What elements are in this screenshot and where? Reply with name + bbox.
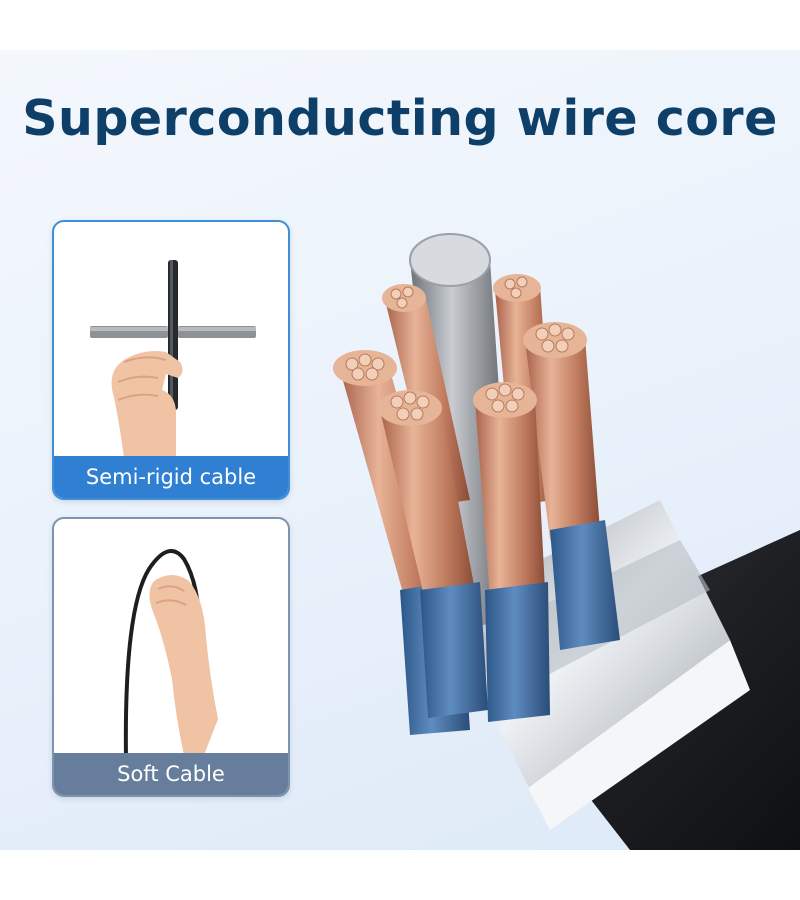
page-title: Superconducting wire core bbox=[22, 90, 778, 147]
semi-rigid-cable-card: Semi-rigid cable bbox=[52, 220, 290, 500]
copper-strand-group-right bbox=[523, 322, 620, 650]
semi-rigid-cable-photo bbox=[90, 260, 256, 458]
soft-cable-card: Soft Cable bbox=[52, 517, 290, 797]
product-scene: Superconducting wire core Semi-rigid cab… bbox=[0, 50, 800, 850]
soft-cable-photo bbox=[123, 549, 218, 755]
semi-rigid-cable-label: Semi-rigid cable bbox=[54, 456, 288, 498]
cable-cross-section-illustration bbox=[333, 233, 800, 850]
soft-cable-label: Soft Cable bbox=[54, 753, 288, 795]
